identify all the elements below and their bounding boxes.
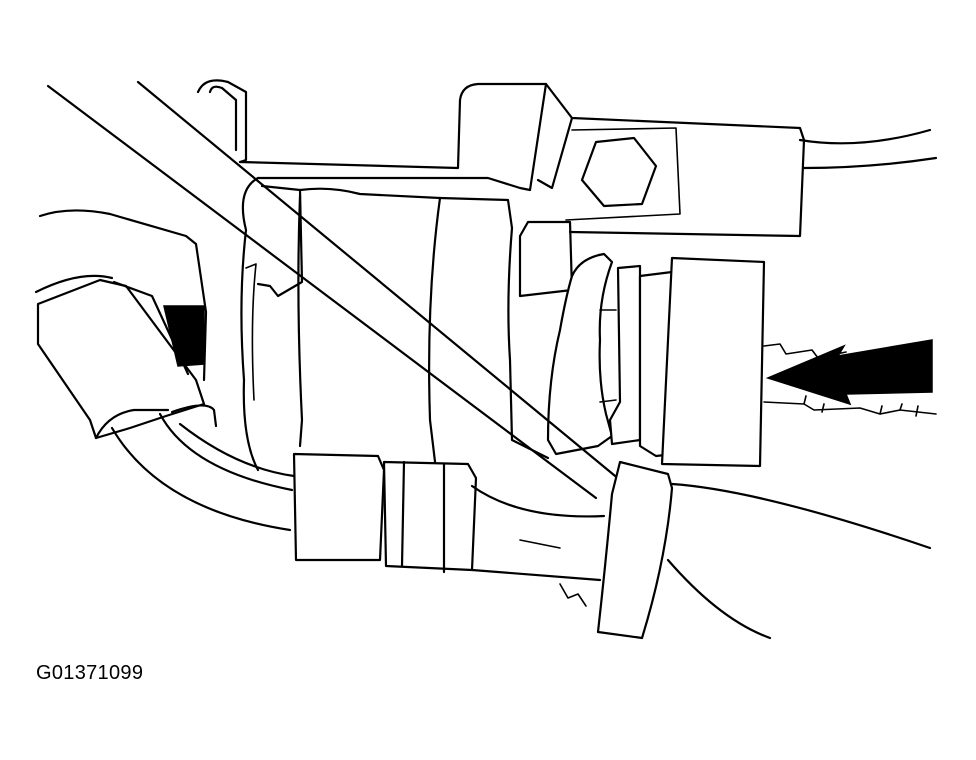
lower-hose	[110, 404, 296, 532]
mounting-bracket	[196, 79, 938, 238]
base-detail	[519, 539, 587, 607]
direction-arrow-icon	[763, 339, 937, 417]
main-housing	[240, 176, 574, 472]
electrical-connector	[546, 252, 766, 468]
hose-fitting	[292, 452, 606, 582]
hex-bolt	[565, 127, 681, 221]
figure-id-label: G01371099	[36, 662, 144, 684]
vertical-tube	[596, 460, 932, 640]
left-hose	[34, 209, 208, 440]
